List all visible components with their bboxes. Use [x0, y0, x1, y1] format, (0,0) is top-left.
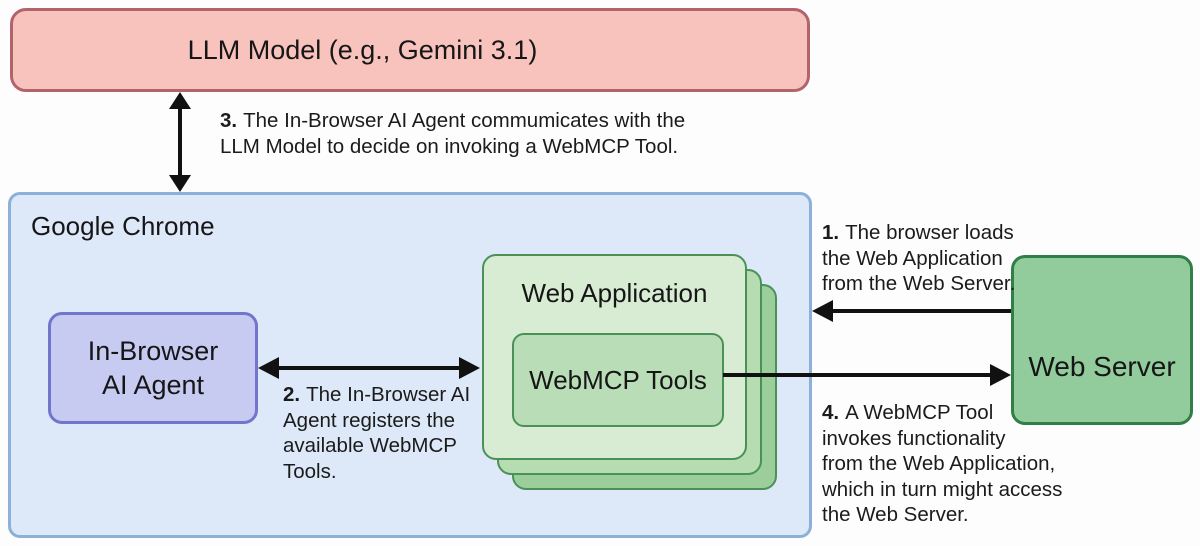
arrow-llm-chrome-head-up-icon	[169, 92, 191, 109]
arrow-llm-chrome-head-down-icon	[169, 175, 191, 192]
web-application-label: Web Application	[521, 278, 708, 308]
annotation-step-2: 2.The In-Browser AI Agent registers the …	[283, 382, 493, 484]
webmcp-tools-box: WebMCP Tools	[512, 333, 724, 427]
arrow-agent-webapp-head-right-icon	[459, 357, 480, 379]
arrow-server-chrome-line	[826, 309, 1011, 313]
arrow-server-chrome-head-icon	[812, 300, 833, 322]
llm-model-label: LLM Model (e.g., Gemini 3.1)	[187, 34, 538, 65]
web-server-label: Web Server	[1028, 351, 1176, 382]
annotation-step-3-number: 3.	[220, 109, 238, 132]
in-browser-ai-agent-box: In-Browser AI Agent	[48, 312, 258, 424]
arrow-tools-server-head-icon	[990, 364, 1011, 386]
annotation-step-1-number: 1.	[822, 221, 840, 244]
web-application-box: Web Application WebMCP Tools	[482, 254, 747, 460]
arrow-tools-server-line	[723, 373, 993, 377]
annotation-step-1: 1.The browser loads the Web Application …	[822, 220, 1022, 297]
google-chrome-label: Google Chrome	[31, 211, 215, 241]
arrow-agent-webapp-head-left-icon	[258, 357, 279, 379]
annotation-step-3-text: The In-Browser AI Agent commumicates wit…	[220, 109, 686, 158]
annotation-step-2-number: 2.	[283, 383, 301, 406]
annotation-step-4-text: A WebMCP Tool invokes functionality from…	[822, 401, 1063, 526]
annotation-step-4-number: 4.	[822, 401, 840, 424]
annotation-step-2-text: The In-Browser AI Agent registers the av…	[283, 383, 471, 483]
annotation-step-3: 3.The In-Browser AI Agent commumicates w…	[220, 108, 710, 160]
annotation-step-4: 4.A WebMCP Tool invokes functionality fr…	[822, 400, 1082, 528]
arrow-agent-webapp-line	[276, 366, 466, 370]
annotation-step-1-text: The browser loads the Web Application fr…	[822, 221, 1016, 295]
webmcp-tools-label: WebMCP Tools	[529, 364, 707, 395]
llm-model-box: LLM Model (e.g., Gemini 3.1)	[10, 8, 810, 92]
arrow-llm-chrome-line	[178, 106, 182, 178]
in-browser-ai-agent-label: In-Browser AI Agent	[87, 336, 219, 400]
web-server-box: Web Server	[1011, 255, 1193, 425]
